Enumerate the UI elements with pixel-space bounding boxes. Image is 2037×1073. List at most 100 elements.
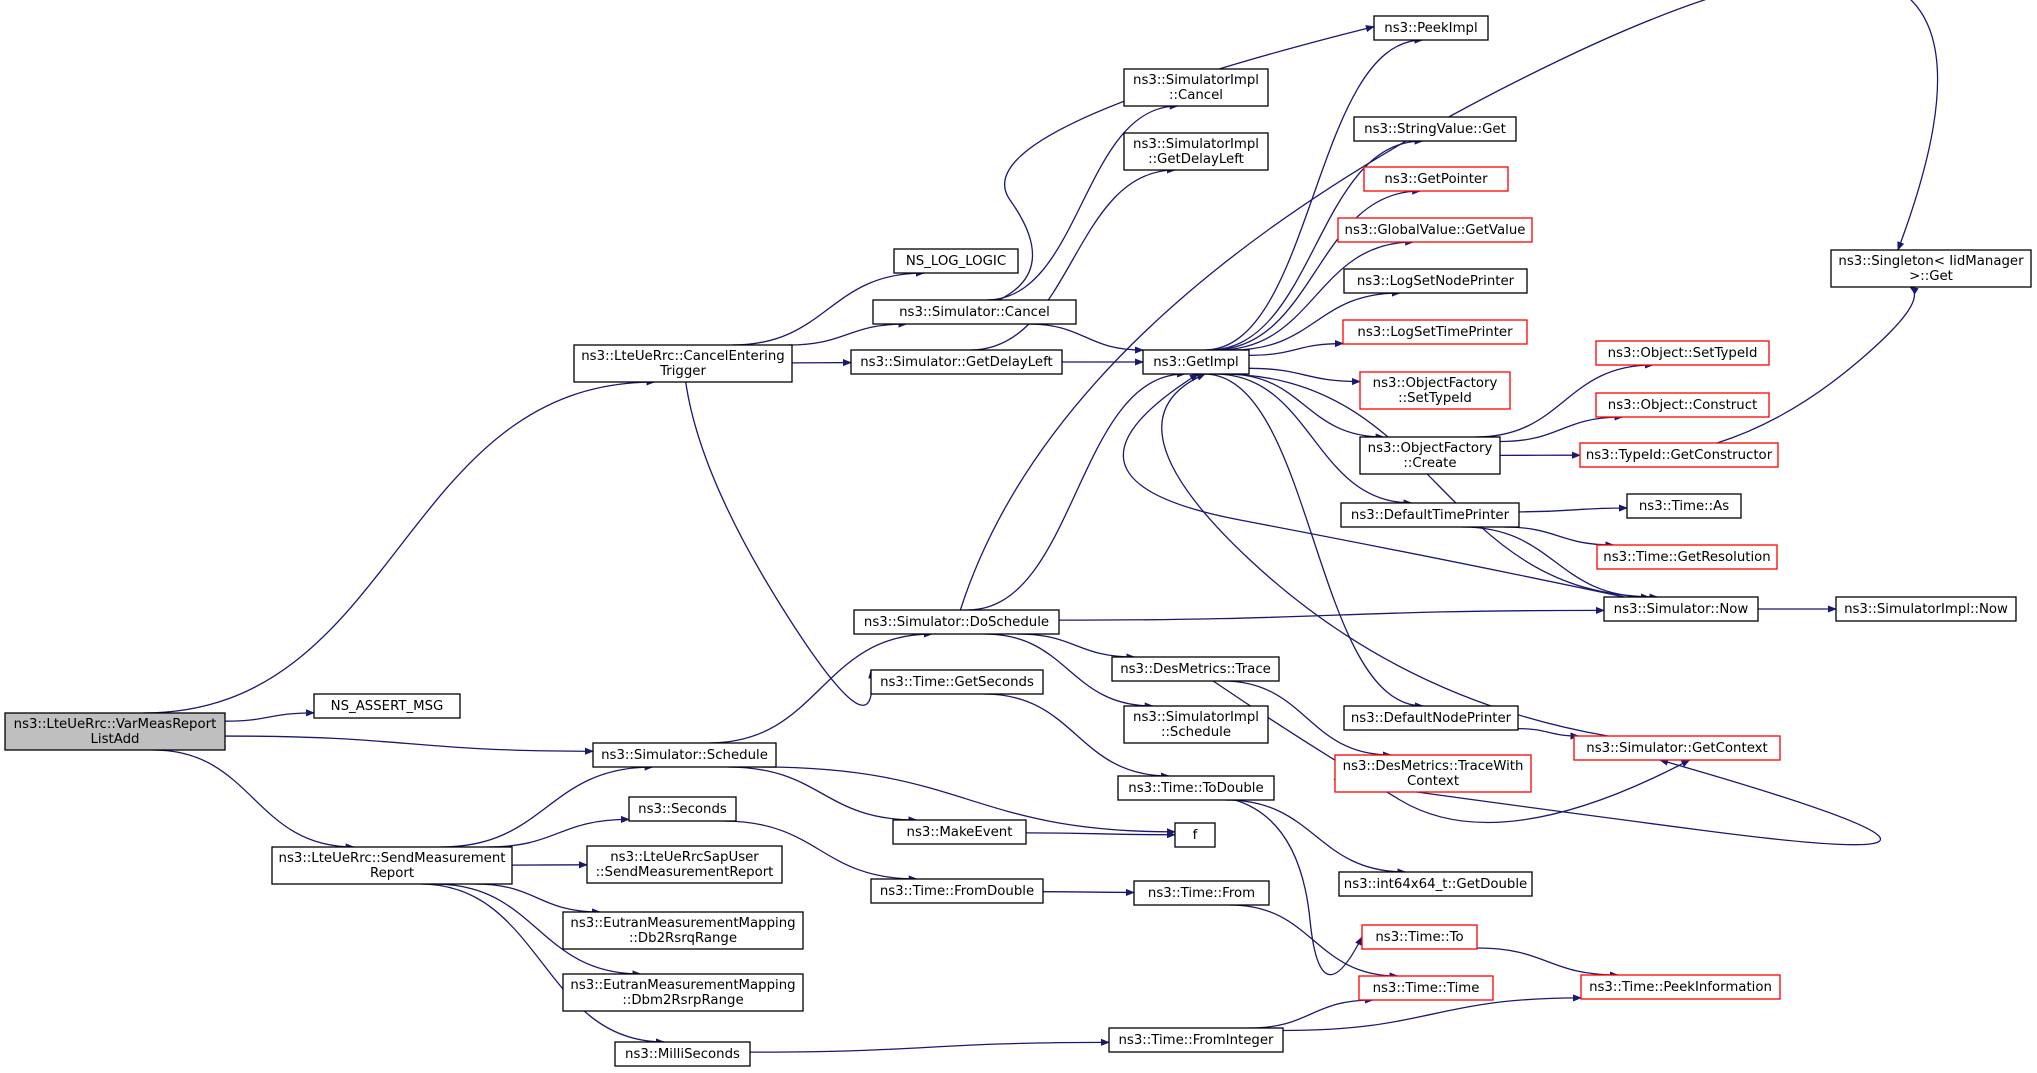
node-simNow[interactable]: ns3::Simulator::Now xyxy=(1603,596,1759,622)
node-fromDouble[interactable]: ns3::Time::FromDouble xyxy=(870,878,1044,904)
edge-getConstructor-to-singletonGet xyxy=(1716,286,1919,444)
edge-simNow-to-getImpl xyxy=(1122,373,1625,598)
node-box xyxy=(1573,735,1781,761)
node-desTrace[interactable]: ns3::DesMetrics::Trace xyxy=(1111,656,1280,682)
node-label: Trigger xyxy=(659,364,706,379)
node-getDelayLeft[interactable]: ns3::Simulator::GetDelayLeft xyxy=(850,349,1063,375)
node-label: ns3::ObjectFactory xyxy=(1373,376,1498,391)
edge-getImpl-to-globalValueGet xyxy=(1217,238,1415,351)
edge-defaultTimePrinter-to-timeAs xyxy=(1518,504,1628,513)
node-timeTime[interactable]: ns3::Time::Time xyxy=(1358,975,1494,1001)
node-db2rsrq[interactable]: ns3::EutranMeasurementMapping::Db2RsrqRa… xyxy=(562,911,804,950)
edge-getDelayLeft-to-implGetDelayLeft xyxy=(970,166,1176,351)
edge-sendMeas-to-db2rsrq xyxy=(474,883,602,916)
edge-milliSeconds-to-fromInteger xyxy=(749,1038,1110,1053)
node-getPointer[interactable]: ns3::GetPointer xyxy=(1363,166,1509,192)
node-box xyxy=(1343,268,1528,294)
node-assert[interactable]: NS_ASSERT_MSG xyxy=(313,693,461,719)
node-label: ::SetTypeId xyxy=(1398,391,1472,406)
node-stringValueGet[interactable]: ns3::StringValue::Get xyxy=(1353,116,1517,142)
node-label: ns3::GetPointer xyxy=(1384,172,1488,187)
node-implNow[interactable]: ns3::SimulatorImpl::Now xyxy=(1835,596,2017,622)
node-label: ns3::Time::From xyxy=(1148,886,1255,901)
node-logLogic[interactable]: NS_LOG_LOGIC xyxy=(893,248,1019,274)
edge-getImpl-to-ofCreate xyxy=(1226,373,1385,441)
node-box xyxy=(586,845,783,884)
node-logSetNode[interactable]: ns3::LogSetNodePrinter xyxy=(1343,268,1528,294)
edge-getImpl-to-defaultNodePrinter xyxy=(1203,373,1424,710)
node-box xyxy=(1595,340,1770,366)
node-label: ns3::LteUeRrc::CancelEntering xyxy=(581,349,784,364)
node-getSeconds[interactable]: ns3::Time::GetSeconds xyxy=(870,669,1044,695)
node-implSchedule[interactable]: ns3::SimulatorImpl::Schedule xyxy=(1123,705,1269,744)
node-peekInformation[interactable]: ns3::Time::PeekInformation xyxy=(1580,974,1781,1000)
node-label: ns3::DesMetrics::Trace xyxy=(1120,662,1271,677)
edge-seconds-to-fromDouble xyxy=(722,820,918,883)
node-toDouble[interactable]: ns3::Time::ToDouble xyxy=(1117,775,1275,801)
node-box xyxy=(1603,596,1759,622)
node-box xyxy=(853,609,1060,635)
node-f[interactable]: f xyxy=(1174,822,1216,848)
edge-cancelEntering-to-simCancel xyxy=(787,320,908,346)
edge-timeTo-to-peekInformation xyxy=(1476,947,1619,979)
node-getImpl[interactable]: ns3::GetImpl xyxy=(1142,349,1250,375)
node-dbm2rsrp[interactable]: ns3::EutranMeasurementMapping::Dbm2RsrpR… xyxy=(562,973,804,1012)
node-ofCreate[interactable]: ns3::ObjectFactory::Create xyxy=(1359,436,1501,475)
node-objConstruct[interactable]: ns3::Object::Construct xyxy=(1595,392,1770,418)
node-singletonGet[interactable]: ns3::Singleton< IidManager>::Get xyxy=(1830,249,2032,288)
node-implCancel[interactable]: ns3::SimulatorImpl::Cancel xyxy=(1123,68,1269,107)
node-label: ns3::LteUeRrcSapUser xyxy=(610,850,759,865)
node-label: ns3::GetImpl xyxy=(1153,355,1238,370)
node-getConstructor[interactable]: ns3::TypeId::GetConstructor xyxy=(1579,442,1779,468)
edge-ofCreate-to-objConstruct xyxy=(1499,413,1624,443)
node-label: ns3::LteUeRrc::SendMeasurement xyxy=(279,851,506,866)
node-int64GetDouble[interactable]: ns3::int64x64_t::GetDouble xyxy=(1338,871,1533,897)
edge-schedule-to-doSchedule xyxy=(709,630,933,744)
node-label: >::Get xyxy=(1909,269,1953,284)
node-label: ns3::SimulatorImpl xyxy=(1133,73,1259,88)
node-sendMeas[interactable]: ns3::LteUeRrc::SendMeasurementReport xyxy=(271,846,513,885)
node-defaultTimePrinter[interactable]: ns3::DefaultTimePrinter xyxy=(1340,502,1520,528)
node-label: ns3::Object::Construct xyxy=(1608,398,1757,413)
node-box xyxy=(1342,319,1528,345)
node-simCancel[interactable]: ns3::Simulator::Cancel xyxy=(872,299,1077,325)
node-implGetDelayLeft[interactable]: ns3::SimulatorImpl::GetDelayLeft xyxy=(1123,132,1269,171)
node-box xyxy=(1123,132,1269,171)
node-peekImpl[interactable]: ns3::PeekImpl xyxy=(1373,15,1489,41)
node-logSetTime[interactable]: ns3::LogSetTimePrinter xyxy=(1342,319,1528,345)
node-makeEvent[interactable]: ns3::MakeEvent xyxy=(892,819,1027,845)
edge-doSchedule-to-getImpl xyxy=(967,370,1186,611)
node-fromInteger[interactable]: ns3::Time::FromInteger xyxy=(1108,1027,1284,1053)
node-label: ns3::Simulator::Cancel xyxy=(899,305,1050,320)
node-getResolution[interactable]: ns3::Time::GetResolution xyxy=(1596,544,1778,570)
node-box xyxy=(1596,544,1778,570)
node-objSetTypeId[interactable]: ns3::Object::SetTypeId xyxy=(1595,340,1770,366)
node-label: ns3::SimulatorImpl::Now xyxy=(1844,602,2008,617)
node-doSchedule[interactable]: ns3::Simulator::DoSchedule xyxy=(853,609,1060,635)
node-box xyxy=(1363,166,1509,192)
edge-fromInteger-to-peekInformation xyxy=(1282,994,1582,1032)
node-label: ns3::Time::FromDouble xyxy=(880,884,1034,899)
node-ofSetTypeId[interactable]: ns3::ObjectFactory::SetTypeId xyxy=(1359,371,1511,410)
node-globalValueGet[interactable]: ns3::GlobalValue::GetValue xyxy=(1337,217,1533,243)
edge-getSeconds-to-toDouble xyxy=(984,693,1170,780)
node-box xyxy=(1123,705,1269,744)
node-label: ::Create xyxy=(1403,456,1456,471)
node-timeTo[interactable]: ns3::Time::To xyxy=(1361,924,1478,950)
node-box xyxy=(870,878,1044,904)
node-box xyxy=(1358,975,1494,1001)
edge-doSchedule-to-simNow xyxy=(1058,606,1605,621)
node-getContext[interactable]: ns3::Simulator::GetContext xyxy=(1573,735,1781,761)
node-schedule[interactable]: ns3::Simulator::Schedule xyxy=(592,742,777,768)
node-defaultNodePrinter[interactable]: ns3::DefaultNodePrinter xyxy=(1343,705,1519,731)
node-timeFrom[interactable]: ns3::Time::From xyxy=(1133,880,1270,906)
node-milliSeconds[interactable]: ns3::MilliSeconds xyxy=(614,1041,751,1067)
node-timeAs[interactable]: ns3::Time::As xyxy=(1626,493,1742,519)
node-label: ns3::MilliSeconds xyxy=(625,1047,740,1062)
node-seconds[interactable]: ns3::Seconds xyxy=(628,796,737,822)
node-label: ns3::DefaultTimePrinter xyxy=(1351,508,1510,523)
node-sapUser[interactable]: ns3::LteUeRrcSapUser::SendMeasurementRep… xyxy=(586,845,783,884)
